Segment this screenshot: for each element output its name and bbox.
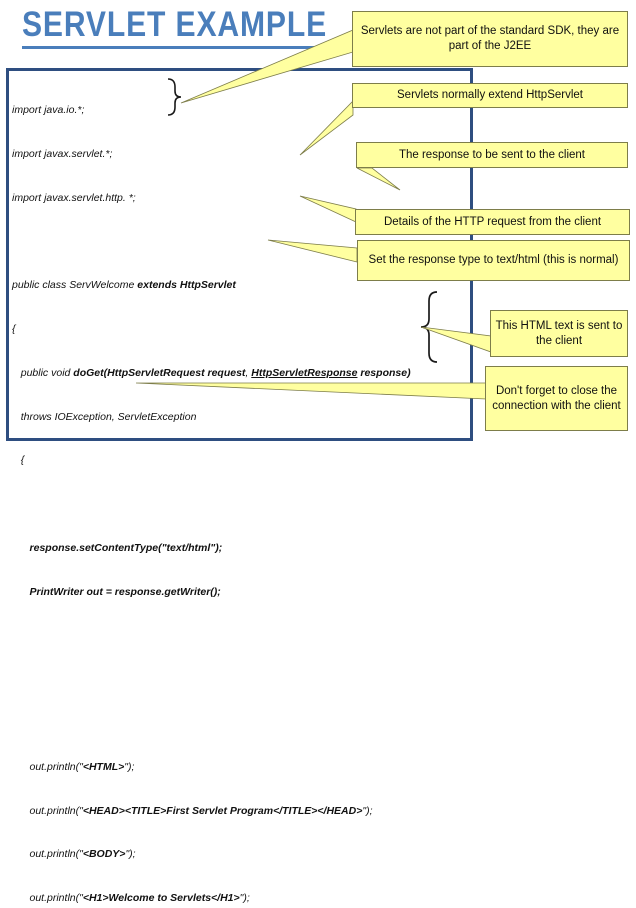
callout-contenttype[interactable]: Set the response type to text/html (this… <box>357 240 630 281</box>
code-line: import javax.servlet.http. *; <box>12 191 136 204</box>
callout-request[interactable]: Details of the HTTP request from the cli… <box>355 209 630 235</box>
callout-response[interactable]: The response to be sent to the client <box>356 142 628 168</box>
page-title: SERVLET EXAMPLE <box>22 5 328 44</box>
code-line-blank <box>12 716 472 731</box>
code-line-blank <box>12 672 472 687</box>
code-line: PrintWriter out = response.getWriter(); <box>29 585 221 598</box>
code-line: public void doGet(HttpServletRequest req… <box>12 366 411 379</box>
code-line: import java.io.*; <box>12 104 85 117</box>
code-line: { <box>12 323 16 336</box>
code-line: out.println("<BODY>"); <box>12 848 136 861</box>
callout-htmltext[interactable]: This HTML text is sent to the client <box>490 310 628 357</box>
code-line-blank <box>12 629 472 644</box>
callout-close[interactable]: Don't forget to close the connection wit… <box>485 366 628 431</box>
code-line-blank <box>12 497 472 512</box>
slide-canvas: SERVLET EXAMPLE import java.io.*; import… <box>6 5 630 904</box>
title-underline <box>22 46 332 49</box>
callout-extends[interactable]: Servlets normally extend HttpServlet <box>352 83 628 108</box>
code-line: { <box>12 454 25 467</box>
code-line: out.println("<HTML>"); <box>12 760 135 773</box>
code-line: response.setContentType("text/html"); <box>29 542 223 554</box>
code-line: out.println("<HEAD><TITLE>First Servlet … <box>12 804 373 817</box>
code-line: import javax.servlet.*; <box>12 147 113 160</box>
callout-sdk[interactable]: Servlets are not part of the standard SD… <box>352 11 628 67</box>
code-line: out.println("<H1>Welcome to Servlets</H1… <box>12 892 250 905</box>
code-line: public class ServWelcome extends HttpSer… <box>12 279 236 292</box>
code-listing: import java.io.*; import javax.servlet.*… <box>12 74 472 908</box>
code-line: throws IOException, ServletException <box>12 410 197 423</box>
